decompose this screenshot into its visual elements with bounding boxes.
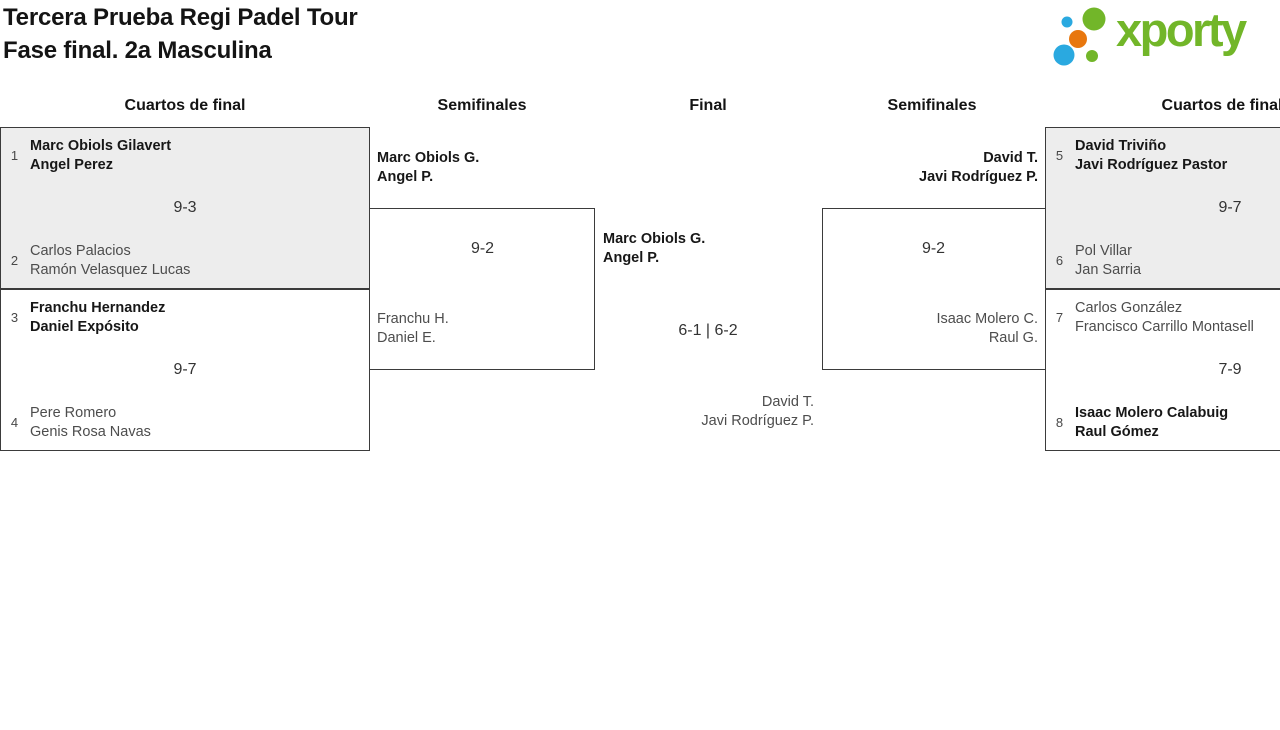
player-name: Daniel E.	[377, 329, 436, 346]
tournament-title-line1: Tercera Prueba Regi Padel Tour	[3, 4, 358, 31]
team-players: Carlos Palacios Ramón Velasquez Lucas	[30, 242, 190, 279]
round-header-semis-right: Semifinales	[887, 97, 977, 114]
player-name: Javi Rodríguez Pastor	[1075, 156, 1228, 173]
player-name: Jan Sarria	[1075, 261, 1142, 278]
match-score: 7-9	[1218, 361, 1242, 378]
team-row[interactable]: 8 Isaac Molero Calabuig Raul Gómez	[1052, 404, 1228, 441]
player-name: Genis Rosa Navas	[30, 423, 151, 440]
match-qf-right-1[interactable]: 5 David Triviño Javi Rodríguez Pastor 9-…	[1045, 127, 1280, 289]
player-name: Pere Romero	[30, 405, 117, 421]
xporty-dots-icon	[1053, 7, 1106, 66]
team-row[interactable]: 4 Pere Romero Genis Rosa Navas	[7, 404, 151, 441]
round-header-semis-left: Semifinales	[437, 97, 527, 114]
player-name: David T.	[761, 394, 814, 410]
team-row[interactable]: 7 Carlos González Francisco Carrillo Mon…	[1052, 299, 1254, 336]
player-name: Franchu H.	[377, 311, 449, 327]
seed-number: 7	[1055, 310, 1064, 325]
player-name: Franchu Hernandez	[30, 300, 166, 316]
player-name: David Triviño	[1075, 138, 1167, 154]
player-name: Angel P.	[377, 168, 434, 185]
player-name: Isaac Molero C.	[936, 311, 1038, 327]
seed-number: 1	[10, 148, 19, 163]
player-name: Marc Obiols G.	[603, 231, 706, 247]
team-row[interactable]: 1 Marc Obiols Gilavert Angel Perez	[7, 137, 171, 174]
final-score: 6-1 | 6-2	[678, 322, 738, 339]
round-header-cuartos-left: Cuartos de final	[124, 97, 246, 114]
team-players: Pere Romero Genis Rosa Navas	[30, 404, 151, 441]
player-name: Carlos González	[1075, 300, 1183, 316]
player-name: Javi Rodríguez P.	[919, 168, 1038, 185]
sf-left-loser[interactable]: Franchu H. Daniel E.	[377, 310, 449, 347]
player-name: Angel P.	[603, 249, 660, 266]
seed-number: 2	[10, 253, 19, 268]
team-players: Marc Obiols Gilavert Angel Perez	[30, 137, 171, 174]
sf-left-winner[interactable]: Marc Obiols G. Angel P.	[377, 149, 479, 186]
player-name: David T.	[983, 150, 1038, 166]
seed-number: 8	[1055, 415, 1064, 430]
team-players: Isaac Molero Calabuig Raul Gómez	[1075, 404, 1228, 441]
player-name: Raul Gómez	[1075, 423, 1159, 440]
player-name: Francisco Carrillo Montasell	[1075, 318, 1254, 335]
player-name: Javi Rodríguez P.	[701, 412, 814, 429]
match-score: 9-7	[173, 361, 197, 378]
sf-right-loser[interactable]: Isaac Molero C. Raul G.	[827, 310, 1038, 347]
final-loser[interactable]: David T. Javi Rodríguez P.	[595, 393, 814, 430]
team-row[interactable]: 3 Franchu Hernandez Daniel Expósito	[7, 299, 165, 336]
match-qf-left-2[interactable]: 3 Franchu Hernandez Daniel Expósito 9-7 …	[0, 289, 370, 451]
seed-number: 3	[10, 310, 19, 325]
round-header-final: Final	[689, 97, 727, 114]
tournament-title: Tercera Prueba Regi Padel Tour Fase fina…	[3, 1, 358, 67]
tournament-title-line2: Fase final. 2a Masculina	[3, 37, 272, 64]
seed-number: 6	[1055, 253, 1064, 268]
seed-number: 4	[10, 415, 19, 430]
final-winner[interactable]: Marc Obiols G. Angel P.	[603, 230, 705, 267]
team-row[interactable]: 2 Carlos Palacios Ramón Velasquez Lucas	[7, 242, 191, 279]
match-qf-right-2[interactable]: 7 Carlos González Francisco Carrillo Mon…	[1045, 289, 1280, 451]
player-name: Daniel Expósito	[30, 318, 139, 335]
team-players: Carlos González Francisco Carrillo Monta…	[1075, 299, 1254, 336]
match-qf-left-1[interactable]: 1 Marc Obiols Gilavert Angel Perez 9-3 2…	[0, 127, 370, 289]
match-score: 9-7	[1218, 199, 1242, 216]
player-name: Marc Obiols Gilavert	[30, 138, 172, 154]
player-name: Raul G.	[988, 329, 1038, 346]
sf-right-winner[interactable]: David T. Javi Rodríguez P.	[827, 149, 1038, 186]
sf-right-score: 9-2	[921, 240, 946, 257]
round-header-cuartos-right: Cuartos de final	[1161, 97, 1280, 114]
xporty-logo[interactable]: xporty	[1048, 3, 1278, 68]
team-players: Franchu Hernandez Daniel Expósito	[30, 299, 165, 336]
player-name: Pol Villar	[1075, 243, 1132, 259]
team-players: Pol Villar Jan Sarria	[1075, 242, 1141, 279]
player-name: Marc Obiols G.	[377, 150, 480, 166]
team-players: David Triviño Javi Rodríguez Pastor	[1075, 137, 1227, 174]
xporty-wordmark: xporty	[1116, 3, 1247, 56]
team-row[interactable]: 6 Pol Villar Jan Sarria	[1052, 242, 1141, 279]
sf-left-score: 9-2	[470, 240, 495, 257]
player-name: Ramón Velasquez Lucas	[30, 261, 191, 278]
team-row[interactable]: 5 David Triviño Javi Rodríguez Pastor	[1052, 137, 1227, 174]
player-name: Angel Perez	[30, 156, 113, 173]
player-name: Isaac Molero Calabuig	[1075, 405, 1229, 421]
bracket-connector-right	[822, 208, 1045, 370]
bracket-connector-left	[370, 208, 595, 370]
match-score: 9-3	[173, 199, 197, 216]
seed-number: 5	[1055, 148, 1064, 163]
player-name: Carlos Palacios	[30, 243, 131, 259]
